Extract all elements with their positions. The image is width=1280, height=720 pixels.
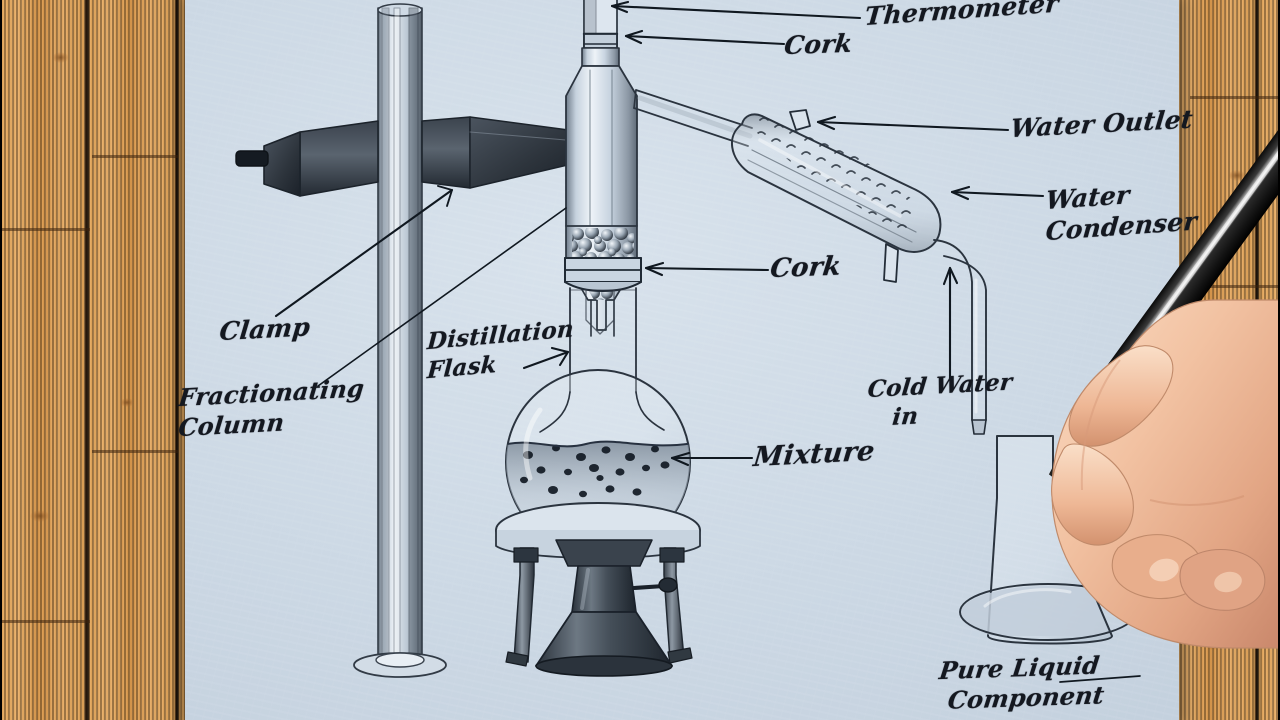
leader-lines <box>274 0 1141 683</box>
label-fractionating-column-line2: Column <box>177 407 286 443</box>
letterbox-left <box>0 0 2 720</box>
bunsen-burner <box>535 539 678 677</box>
label-cork-flask: Cork <box>768 251 843 285</box>
label-mixture: Mixture <box>751 435 877 474</box>
label-cork-top: Cork <box>782 28 855 61</box>
wood-plank-seam <box>92 155 178 158</box>
wood-knot <box>52 52 69 63</box>
label-clamp: Clamp <box>218 312 312 347</box>
fractionating-column <box>565 47 638 337</box>
cork-top <box>583 33 618 49</box>
retort-stand-pole <box>353 3 447 678</box>
letterbox-right <box>1278 0 1280 720</box>
wood-plank-seam <box>0 228 90 231</box>
side-arm-tube <box>633 89 753 147</box>
cork-flask-neck <box>563 256 643 292</box>
label-cold-water-in-line2: in <box>866 402 920 433</box>
wood-knot <box>120 398 134 407</box>
drawing-paper <box>185 0 1179 720</box>
label-water-condenser: Water <box>1044 180 1131 216</box>
wood-plank-seam <box>0 620 90 623</box>
wood-plank-seam <box>92 450 178 453</box>
water-condenser <box>730 109 942 283</box>
label-pure-liquid-component: Pure Liquid <box>937 650 1102 686</box>
label-distillation-flask-line2: Flask <box>426 350 498 385</box>
label-pure-liquid-component-line2: Component <box>937 680 1107 716</box>
receiving-flask <box>959 435 1137 645</box>
wood-knot <box>30 510 50 522</box>
delivery-tube <box>933 239 987 435</box>
boss-clamp <box>235 116 577 197</box>
